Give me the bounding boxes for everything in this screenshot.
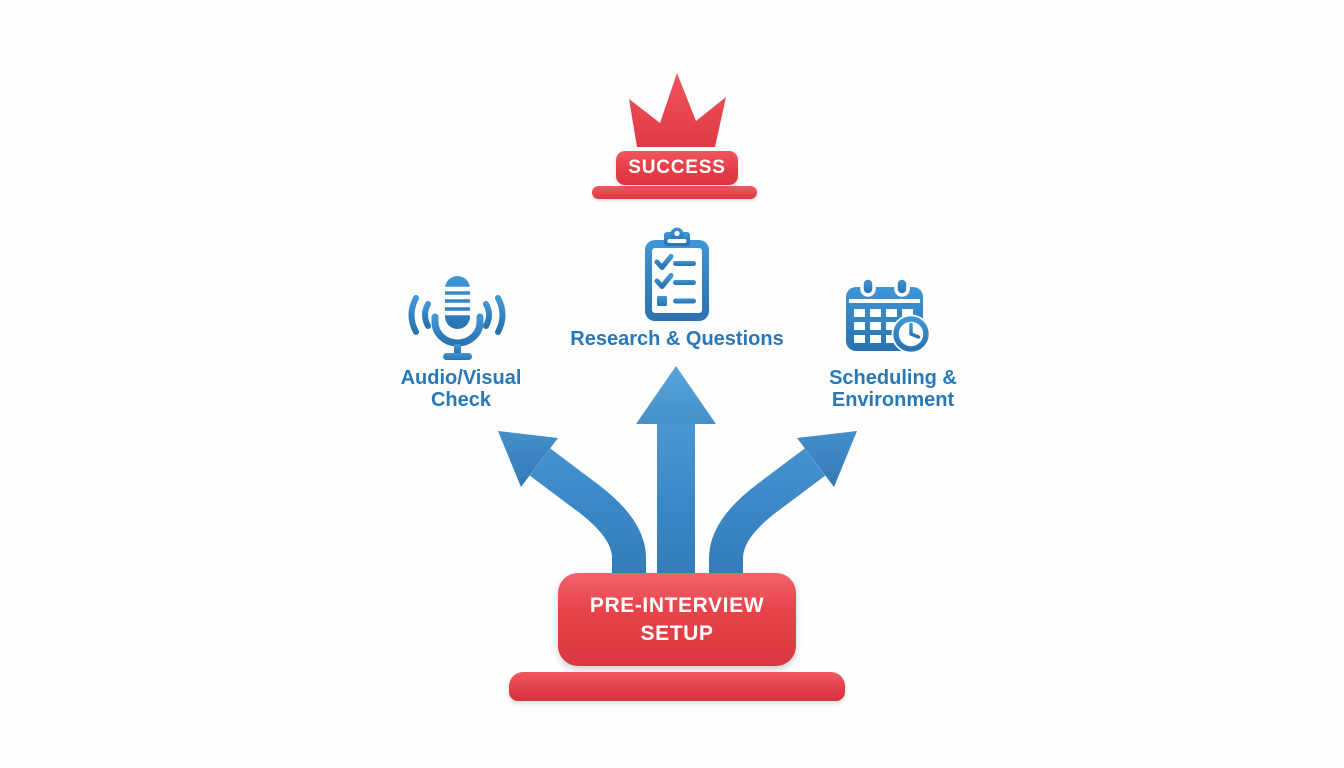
- right-arrow: [709, 431, 857, 656]
- crown-icon: [629, 73, 726, 147]
- branch-label-line: Environment: [831, 389, 955, 411]
- checklist-clipboard-icon: [645, 227, 709, 321]
- binder-rings: [860, 276, 910, 297]
- branch-label-line: Audio/Visual: [400, 367, 522, 389]
- branch-label-scheduling-environment: Scheduling & Environment: [803, 367, 983, 411]
- microphone-icon: [408, 276, 506, 360]
- clock-overlay: [891, 314, 931, 354]
- success-label: SUCCESS: [628, 157, 726, 178]
- pre-interview-setup-box: PRE-INTERVIEW SETUP: [558, 573, 796, 666]
- sound-waves: [408, 295, 506, 335]
- checklist-rows: [654, 254, 696, 306]
- setup-box-line1: PRE-INTERVIEW: [589, 593, 765, 617]
- setup-box-line2: SETUP: [640, 621, 714, 645]
- success-base-bar: [592, 186, 757, 199]
- left-arrow: [498, 431, 646, 656]
- setup-base-bar: [509, 672, 845, 701]
- mic-grille: [437, 286, 478, 316]
- branch-label-line: Scheduling &: [829, 367, 957, 389]
- branch-label-research-questions: Research & Questions: [567, 328, 787, 350]
- branch-label-line: Research & Questions: [570, 328, 784, 350]
- success-banner: SUCCESS: [616, 151, 738, 185]
- branch-label-audio-visual: Audio/Visual Check: [371, 367, 551, 411]
- calendar-grid: [854, 309, 913, 343]
- calendar-clock-icon: [846, 276, 931, 354]
- branch-label-line: Check: [430, 389, 492, 411]
